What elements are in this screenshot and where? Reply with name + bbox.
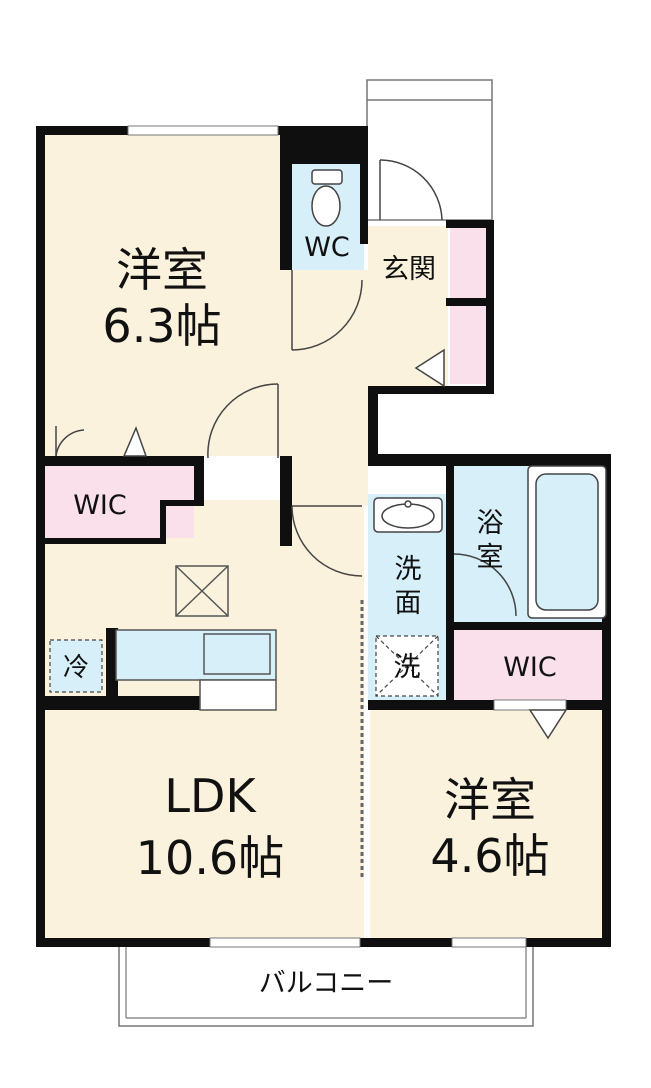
door-swing-icon (55, 159, 517, 617)
western-room-4-name: 洋室 (444, 773, 536, 827)
western-room-6-size: 6.3帖 (102, 299, 221, 353)
toilet-icon (311, 169, 343, 227)
bathtub-icon (527, 465, 607, 619)
balcony-label: バルコニー (259, 968, 393, 999)
wic-left-label: WIC (73, 490, 127, 521)
skylight-icon (175, 565, 229, 617)
shoe-storage-1 (450, 228, 486, 300)
wic-door-arrow-icon (528, 709, 568, 740)
western-room-4-size: 4.6帖 (430, 829, 549, 883)
bath-label-bottom: 室 (477, 542, 504, 573)
labels: 洋室 6.3帖 WC 玄関 WIC 浴 室 洗 面 洗 WIC 冷 LDK 10… (63, 232, 557, 999)
kitchen-counter (115, 629, 277, 711)
ldk-name: LDK (164, 769, 257, 823)
wc-label: WC (304, 232, 350, 263)
bath-label-top: 浴 (477, 508, 504, 539)
wic-left-slant (160, 470, 194, 500)
western-room-4-floor (370, 706, 606, 938)
washroom-label-top: 洗 (395, 554, 422, 585)
genkan-label: 玄関 (382, 254, 436, 285)
western-room-6-floor (44, 134, 284, 456)
ldk-floor (44, 500, 364, 938)
kitchen-sink-icon (203, 633, 271, 675)
balcony (118, 943, 534, 1027)
fridge-label: 冷 (63, 653, 89, 683)
ldk-size: 10.6帖 (136, 831, 284, 885)
hallway-floor (284, 270, 368, 506)
entrance-arrow-icon (414, 348, 445, 388)
fridge-space (49, 639, 103, 693)
wic-right-label: WIC (503, 652, 557, 683)
shoe-storage-2 (450, 306, 486, 384)
washbasin-icon (373, 497, 443, 533)
wic-right-floor (452, 626, 606, 700)
washer-label: 洗 (394, 652, 421, 683)
washroom-label-bottom: 面 (395, 588, 422, 619)
washer-space (375, 635, 439, 697)
entry-porch (366, 79, 493, 221)
western-room-6-name: 洋室 (116, 243, 208, 297)
closet-arrow-icon (122, 425, 148, 457)
windows (127, 125, 567, 948)
